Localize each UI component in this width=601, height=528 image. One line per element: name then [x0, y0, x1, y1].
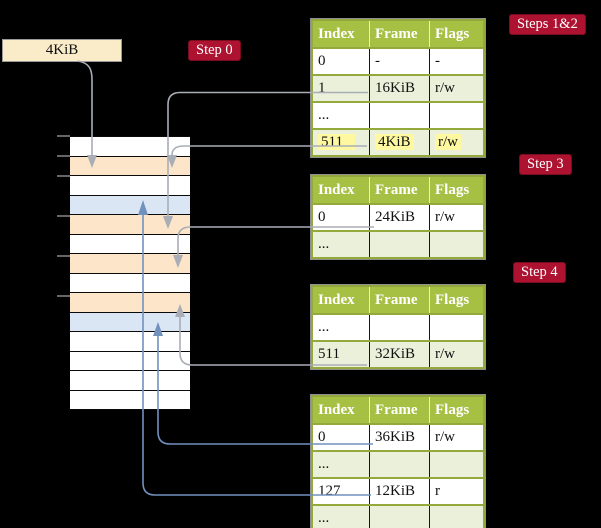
- table-header-cell: Index: [313, 287, 370, 313]
- table-cell: 127: [313, 479, 370, 504]
- table-cell: ...: [313, 452, 370, 477]
- highlighted-value: 4KiB: [375, 134, 414, 150]
- highlighted-value: r/w: [435, 134, 461, 150]
- table-header-cell: Frame: [370, 177, 430, 203]
- table-cell: [370, 103, 430, 128]
- table-cell: 511: [313, 130, 370, 155]
- table-cell: ...: [313, 506, 370, 528]
- badge-step-0: Step 0: [188, 40, 241, 61]
- badge-step-3: Step 3: [519, 154, 572, 175]
- table-cell: ...: [313, 232, 370, 257]
- table-cell: ...: [313, 315, 370, 340]
- table-cell: [370, 315, 430, 340]
- table-cell: [430, 506, 483, 528]
- table-cell: r/w: [430, 425, 483, 450]
- memory-frame-row: [70, 156, 190, 176]
- table-cell: r/w: [430, 130, 483, 155]
- badge-steps-1-2: Steps 1&2: [509, 14, 586, 35]
- table-cell: [430, 232, 483, 257]
- table-cell: 32KiB: [370, 342, 430, 367]
- badge-step-4: Step 4: [513, 262, 566, 283]
- memory-frame-row: [70, 351, 190, 371]
- table-cell: -: [430, 49, 483, 74]
- memory-frame-row: [70, 273, 190, 293]
- table-header-cell: Index: [313, 21, 370, 47]
- root-pointer-label: 4KiB: [45, 42, 79, 58]
- table-header-cell: Frame: [370, 397, 430, 423]
- table-cell: 24KiB: [370, 205, 430, 230]
- table-cell: [430, 103, 483, 128]
- table-cell: -: [370, 49, 430, 74]
- table-header-cell: Frame: [370, 287, 430, 313]
- table-cell: 36KiB: [370, 425, 430, 450]
- table-cell: r: [430, 479, 483, 504]
- memory-boundary-ticks: [57, 135, 70, 297]
- table-cell: 511: [313, 342, 370, 367]
- memory-frame-row: [70, 254, 190, 274]
- table-cell: 0: [313, 49, 370, 74]
- table-cell: [370, 452, 430, 477]
- memory-frame-row: [70, 312, 190, 332]
- table-header-cell: Flags: [430, 287, 483, 313]
- table-cell: 16KiB: [370, 76, 430, 101]
- table-cell: r/w: [430, 342, 483, 367]
- table-cell: [370, 506, 430, 528]
- memory-frame-row: [70, 332, 190, 352]
- table-cell: [370, 232, 430, 257]
- memory-frame-row: [70, 195, 190, 215]
- highlighted-value: 511: [318, 134, 355, 150]
- table-header-cell: Flags: [430, 397, 483, 423]
- table-cell: 0: [313, 205, 370, 230]
- table-cell: [430, 315, 483, 340]
- memory-frame-row: [70, 137, 190, 157]
- table-cell: 4KiB: [370, 130, 430, 155]
- table-header-cell: Flags: [430, 21, 483, 47]
- table-cell: 1: [313, 76, 370, 101]
- memory-frame-row: [70, 293, 190, 313]
- physical-memory-column: [70, 136, 190, 410]
- memory-frame-row: [70, 234, 190, 254]
- memory-frame-row: [70, 176, 190, 196]
- root-pointer-box: 4KiB: [2, 39, 122, 62]
- table-header-cell: Index: [313, 397, 370, 423]
- table-header-cell: Flags: [430, 177, 483, 203]
- table-cell: 0: [313, 425, 370, 450]
- table-cell: r/w: [430, 76, 483, 101]
- memory-frame-row: [70, 215, 190, 235]
- table-cell: ...: [313, 103, 370, 128]
- memory-frame-row: [70, 371, 190, 391]
- memory-frame-row: [70, 390, 190, 410]
- table-header-cell: Frame: [370, 21, 430, 47]
- table-header-cell: Index: [313, 177, 370, 203]
- table-cell: 12KiB: [370, 479, 430, 504]
- table-cell: [430, 452, 483, 477]
- table-cell: r/w: [430, 205, 483, 230]
